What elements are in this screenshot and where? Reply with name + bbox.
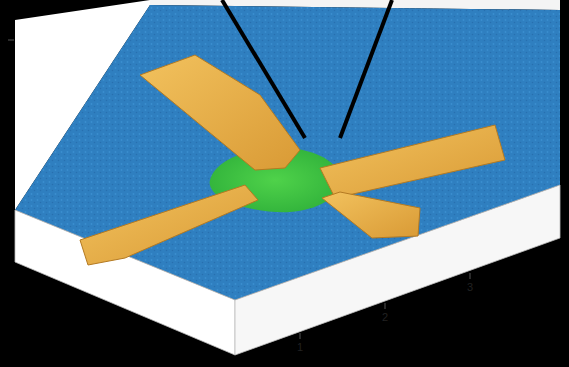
electrode (80, 185, 258, 265)
axis-tick (385, 303, 386, 309)
probe-line (340, 0, 392, 138)
axis-tick (300, 333, 301, 339)
axis-number: 3 (467, 282, 473, 293)
axis-tick (8, 40, 14, 41)
axis-tick (470, 273, 471, 279)
axis-number: 2 (382, 312, 388, 323)
axis-number: 1 (297, 342, 303, 353)
electrode (140, 55, 300, 170)
probe-line (222, 0, 305, 138)
electrode (320, 125, 505, 198)
electrode (322, 192, 420, 238)
